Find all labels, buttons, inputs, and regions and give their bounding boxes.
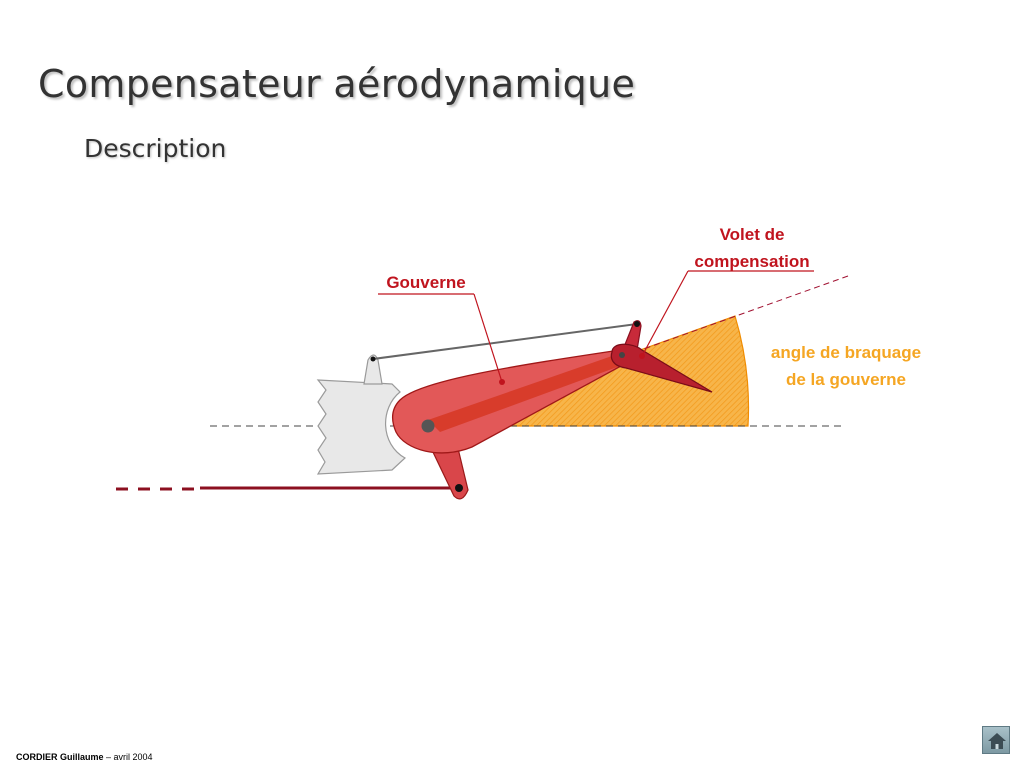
volet-leader	[641, 270, 689, 357]
fin-horn-pivot	[370, 356, 376, 362]
volet-leader-dot	[639, 353, 645, 359]
label-volet-line2: compensation	[694, 252, 809, 271]
fixed-fin-section	[316, 379, 407, 475]
rod-end-pivot	[455, 484, 463, 492]
tab-link-rod	[372, 323, 638, 360]
rudder-band	[428, 356, 620, 432]
footer: CORDIER Guillaume – avril 2004	[16, 752, 153, 762]
home-button[interactable]	[982, 726, 1010, 754]
rudder-hinge	[421, 419, 435, 433]
footer-date: – avril 2004	[103, 752, 153, 762]
gouverne-leader	[473, 293, 503, 383]
home-icon	[988, 733, 1006, 749]
fin-horn	[363, 354, 383, 385]
label-angle-line2: de la gouverne	[786, 370, 906, 389]
page-subtitle: Description	[84, 134, 227, 163]
label-angle-line1: angle de braquage	[771, 343, 921, 362]
page-title: Compensateur aérodynamique	[38, 62, 636, 106]
footer-author: CORDIER Guillaume	[16, 752, 104, 762]
gouverne-leader-dot	[499, 379, 505, 385]
tab-hinge	[619, 352, 625, 358]
label-gouverne: Gouverne	[386, 273, 465, 292]
compensation-tab	[610, 343, 713, 393]
tab-horn-pivot	[634, 321, 640, 327]
label-volet-line1: Volet de	[720, 225, 785, 244]
